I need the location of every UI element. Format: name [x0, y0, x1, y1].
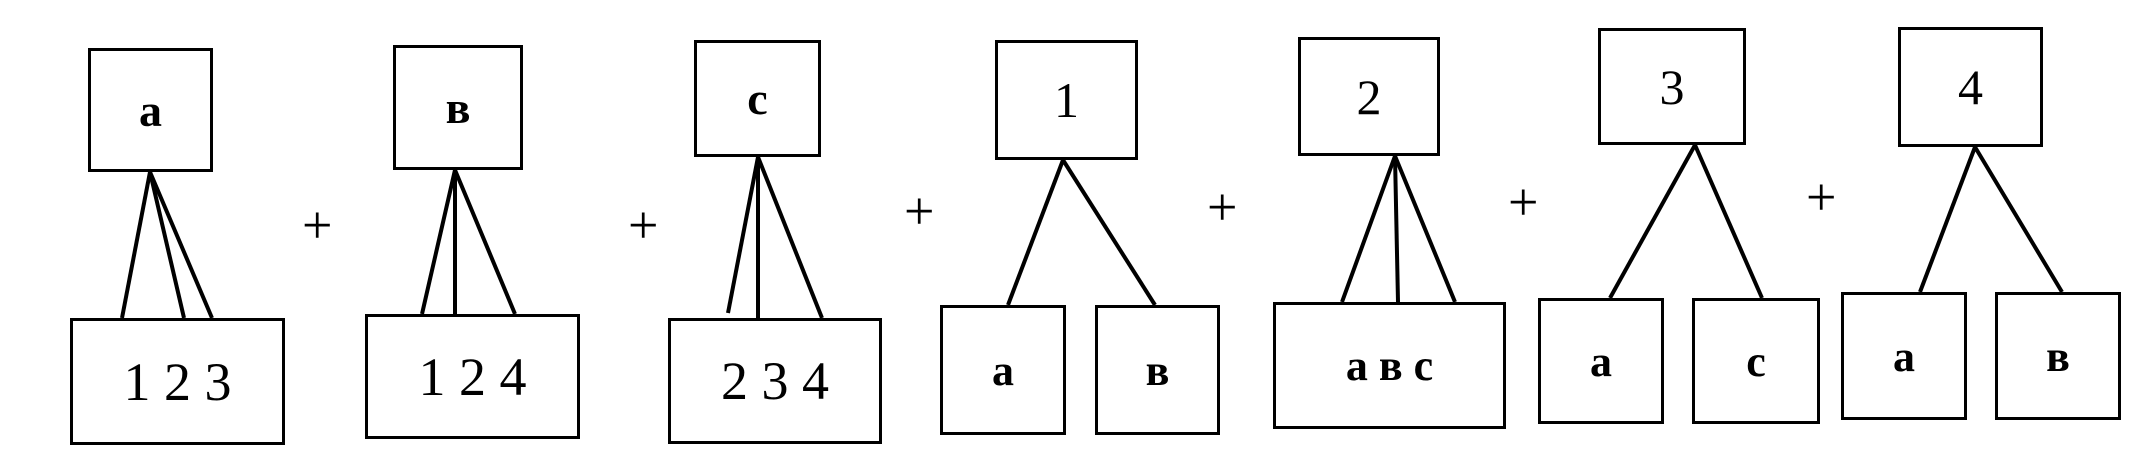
root-node: 3	[1598, 28, 1746, 145]
child-node: a	[940, 305, 1066, 435]
root-node: 1	[995, 40, 1138, 160]
edge	[1608, 144, 1697, 299]
root-node: 4	[1898, 27, 2043, 147]
edge	[148, 171, 214, 319]
edge	[1973, 145, 2064, 294]
edge	[453, 169, 517, 315]
child-node: в	[1995, 292, 2121, 420]
edge	[1918, 146, 1977, 293]
child-node: a	[1538, 298, 1664, 424]
root-node: в	[393, 45, 523, 170]
child-node: 2 3 4	[668, 318, 882, 444]
plus-sign: +	[628, 195, 659, 255]
child-node: 1 2 3	[70, 318, 285, 445]
edge	[1061, 158, 1157, 307]
edge	[1340, 155, 1397, 303]
root-node: 2	[1298, 37, 1440, 156]
edge	[120, 171, 152, 319]
edge	[1006, 159, 1065, 306]
child-node: 1 2 4	[365, 314, 580, 439]
edge	[1393, 155, 1400, 303]
edge	[756, 156, 824, 319]
plus-sign: +	[302, 195, 333, 255]
root-node: a	[88, 48, 213, 172]
child-node: c	[1692, 298, 1820, 424]
child-node: в	[1095, 305, 1220, 435]
plus-sign: +	[1508, 172, 1539, 232]
edge	[148, 171, 186, 319]
child-node: a	[1841, 292, 1967, 420]
plus-sign: +	[1806, 167, 1837, 227]
edge	[726, 156, 760, 314]
edge	[1693, 144, 1764, 299]
root-node: c	[694, 40, 821, 157]
plus-sign: +	[1207, 177, 1238, 237]
child-node: a в c	[1273, 302, 1506, 429]
edge	[1393, 155, 1457, 303]
plus-sign: +	[904, 181, 935, 241]
edge	[420, 169, 457, 315]
